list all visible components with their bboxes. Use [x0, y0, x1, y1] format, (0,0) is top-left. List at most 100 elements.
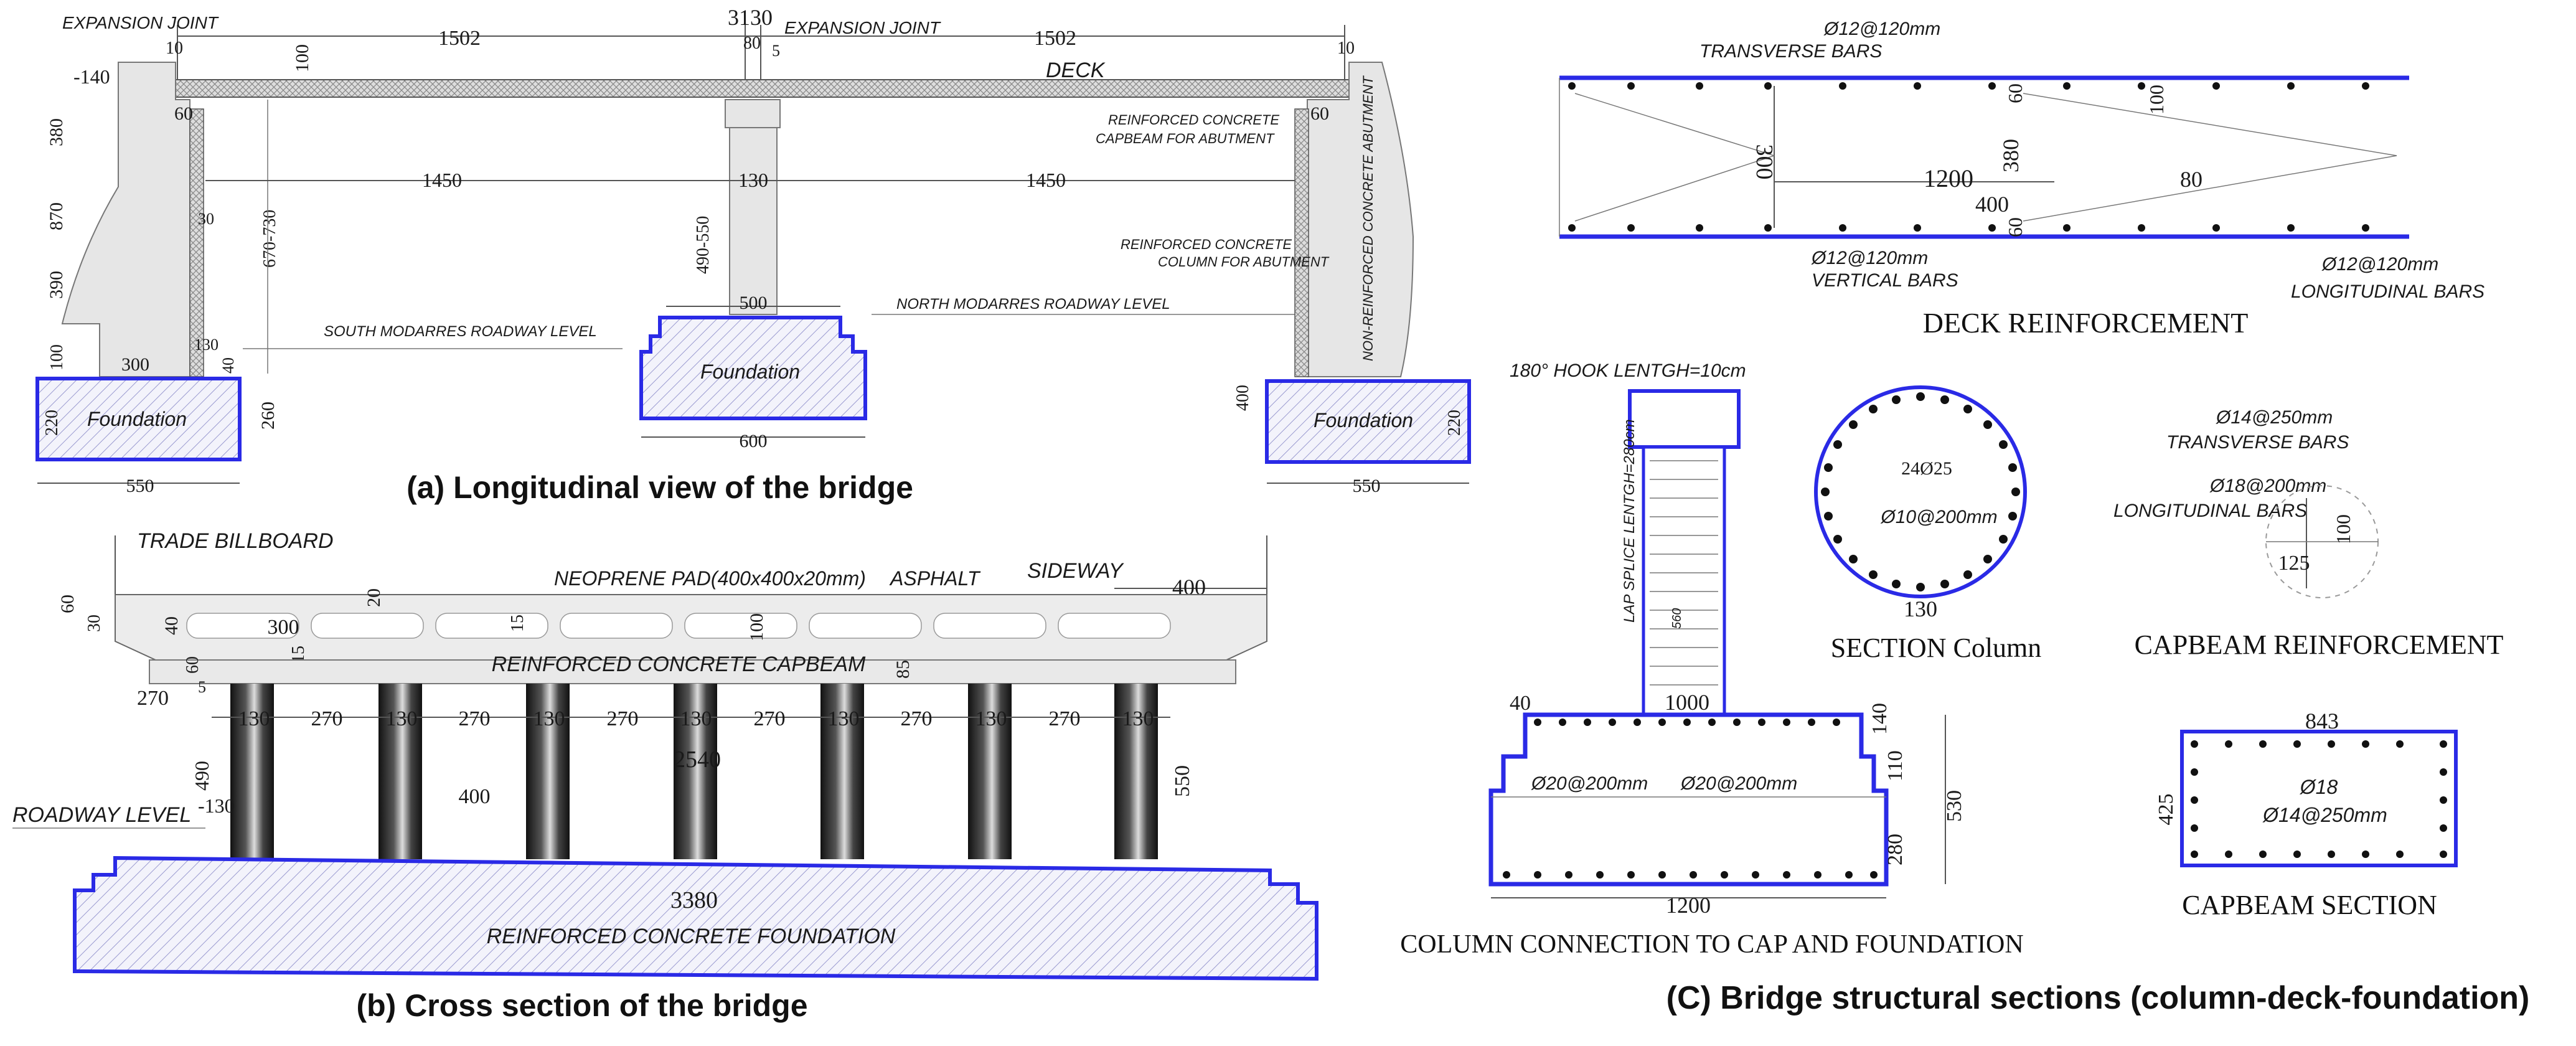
- deck-dim-60-bot: 60: [2004, 217, 2026, 237]
- column-stem: [1642, 445, 1726, 717]
- conn-280: 280: [1884, 834, 1907, 865]
- left-foundation: [35, 377, 242, 461]
- dim-spacing-1: 270: [311, 707, 343, 730]
- capbeam-trans-1: Ø14@250mm: [2216, 407, 2333, 428]
- capbeam-long-2: LONGITUDINAL BARS: [2113, 501, 2307, 521]
- label-asphalt: ASPHALT: [889, 567, 981, 590]
- dim-b-3380: 3380: [670, 887, 718, 913]
- deck-dim-380: 380: [1998, 139, 2023, 172]
- capbeam-trans-2: TRANSVERSE BARS: [2166, 432, 2349, 453]
- dim-220-left: 220: [42, 410, 62, 436]
- dim-300: 300: [121, 354, 149, 375]
- dim-pier-width: 130: [738, 169, 768, 191]
- column-7: [1114, 684, 1158, 859]
- dim-b-400-mid: 400: [459, 785, 491, 808]
- label-capbeam-abutment-1: REINFORCED CONCRETE: [1108, 112, 1279, 128]
- capsec-dim-843: 843: [2305, 709, 2339, 733]
- dim-b-300: 300: [268, 616, 299, 639]
- dim-b-550: 550: [1171, 765, 1194, 797]
- deck-transverse-2: TRANSVERSE BARS: [1699, 41, 1882, 62]
- dim-col-4: 130: [680, 707, 712, 730]
- label-deck: DECK: [1046, 59, 1106, 82]
- capbeam-section-rect: [2180, 730, 2458, 867]
- conn-530: 530: [1943, 790, 1966, 822]
- dim-inner-right: 1450: [1026, 169, 1066, 191]
- dim-220-right: 220: [1445, 410, 1464, 436]
- dim-col-6: 130: [975, 707, 1007, 730]
- dim-joint: 5: [772, 42, 780, 60]
- dim-spacing-3: 270: [607, 707, 639, 730]
- label-nonreinforced-abutment: NON-REINFORCED CONCRETE ABUTMENT: [1360, 75, 1376, 361]
- conn-1200: 1200: [1666, 893, 1711, 918]
- capsec-bottom-bars: [2191, 850, 2447, 858]
- dim-b-100: 100: [746, 613, 767, 641]
- dim-gap-mid: 80: [743, 34, 761, 53]
- deck-dim-1200: 1200: [1924, 164, 1973, 192]
- label-capbeam-abutment-2: CAPBEAM FOR ABUTMENT: [1096, 131, 1275, 146]
- mid-foundation: [639, 316, 867, 420]
- conn-1000: 1000: [1665, 690, 1709, 715]
- caption-panel-c: (C) Bridge structural sections (column-d…: [1666, 980, 2530, 1016]
- panel-c-structural-sections: 300 1200 380 400 60 60 100 80 Ø12@120mm …: [1400, 19, 2529, 1016]
- conn-bars-left: Ø20@200mm: [1531, 773, 1648, 794]
- dim-deck-depth: 100: [292, 44, 313, 72]
- dim-span-left: 1502: [438, 27, 481, 50]
- deck-top-bars: [1568, 82, 2369, 90]
- pier-columns: [230, 684, 1158, 859]
- capsec-dim-425: 425: [2155, 794, 2178, 826]
- section-column-detail: 24Ø25 Ø10@200mm 130 SECTION Column: [1814, 385, 2041, 663]
- column-dim-130: 130: [1904, 596, 1937, 621]
- caption-panel-b: (b) Cross section of the bridge: [356, 988, 807, 1023]
- dim-260: 260: [258, 402, 278, 430]
- dim-130: 130: [194, 336, 219, 354]
- capbeam-reinf-title: CAPBEAM REINFORCEMENT: [2135, 629, 2504, 660]
- column-dims: 130 130 130 130 130 130 130 270 270 270 …: [238, 707, 1154, 730]
- capbeam-reinforcement-detail: Ø14@250mm TRANSVERSE BARS Ø18@200mm LONG…: [2113, 407, 2504, 660]
- dim-550-left: 550: [126, 476, 154, 496]
- label-north-level: NORTH MODARRES ROADWAY LEVEL: [896, 296, 1170, 313]
- panel-a-longitudinal-view: 3130 1502 1502 10 80 10 5 EXPANSION JOIN…: [35, 5, 1471, 505]
- column-5: [820, 684, 864, 859]
- column-foundation-block: [1488, 712, 1889, 887]
- label-expansion-joint-left: EXPANSION JOINT: [62, 13, 219, 32]
- capbeam-long-1: Ø18@200mm: [2209, 476, 2326, 496]
- pier-cap: [725, 99, 781, 128]
- column-2: [378, 684, 422, 859]
- column-4: [674, 684, 717, 859]
- conn-140: 140: [1868, 703, 1891, 735]
- dim-col-5: 130: [828, 707, 860, 730]
- dim-490-550: 490-550: [693, 216, 713, 274]
- column-6: [968, 684, 1012, 859]
- dim-b-15b: 15: [508, 615, 527, 632]
- dim-b-20: 20: [364, 588, 384, 607]
- capsec-top-bars: [2191, 740, 2447, 748]
- caption-panel-a: (a) Longitudinal view of the bridge: [407, 470, 913, 505]
- label-sideway: SIDEWAY: [1027, 559, 1124, 583]
- deck-title: DECK REINFORCEMENT: [1923, 307, 2249, 339]
- dim-380: 380: [46, 118, 67, 146]
- deck-slab: [175, 79, 1350, 98]
- label-column-abutment-2: COLUMN FOR ABUTMENT: [1158, 254, 1330, 270]
- dim-inner-left: 1450: [422, 169, 462, 191]
- label-roadway: ROADWAY LEVEL: [12, 803, 191, 827]
- dim-spacing-4: 270: [754, 707, 786, 730]
- dim-140: -140: [73, 65, 110, 88]
- dim-b-270-left: 270: [137, 687, 169, 710]
- conn-110: 110: [1884, 750, 1907, 781]
- capsec-side-bars: [2191, 768, 2447, 832]
- column-connection-detail: 180° HOOK LENTGH=10cm LAP SPLICE LENTGH=…: [1400, 360, 2023, 959]
- label-capbeam: REINFORCED CONCRETE CAPBEAM: [492, 653, 866, 676]
- label-expansion-joint-mid: EXPANSION JOINT: [784, 18, 941, 37]
- dim-spacing-5: 270: [901, 707, 933, 730]
- conn-title: COLUMN CONNECTION TO CAP AND FOUNDATION: [1400, 930, 2023, 959]
- deck-vertical-1: Ø12@120mm: [1811, 248, 1928, 268]
- dim-400: 400: [1233, 385, 1253, 411]
- capbeam-dim-125: 125: [2278, 552, 2310, 575]
- dim-30: 30: [198, 210, 214, 228]
- right-foundation: [1265, 379, 1471, 464]
- label-foundation-mid: Foundation: [700, 360, 800, 383]
- deck-transverse-1: Ø12@120mm: [1823, 19, 1940, 39]
- deck-bottom-bars: [1568, 224, 2369, 232]
- column-3: [526, 684, 570, 859]
- foundation-bottom-bars: [1503, 871, 1878, 879]
